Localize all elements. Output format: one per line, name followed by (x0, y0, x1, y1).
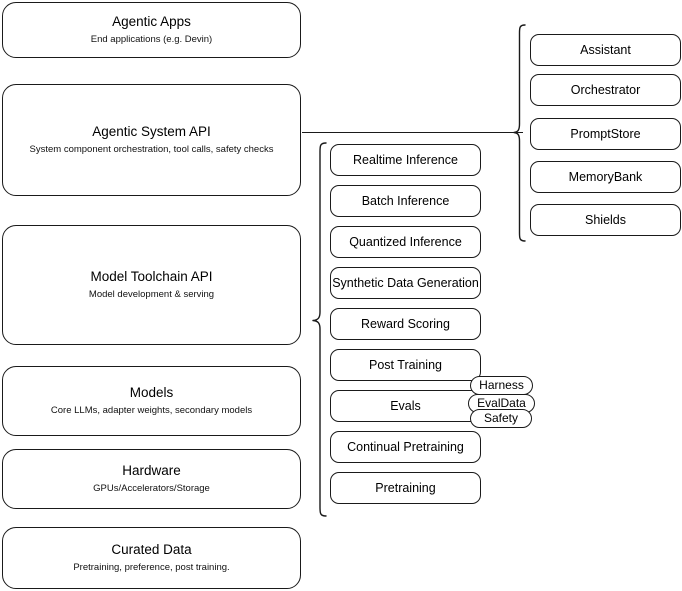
capability-quantized-inference[interactable]: Quantized Inference (330, 226, 481, 258)
capability-label: Post Training (369, 357, 442, 372)
component-promptstore[interactable]: PromptStore (530, 118, 681, 150)
layer-subtitle: Model development & serving (88, 289, 215, 300)
component-label: Shields (585, 212, 626, 227)
layer-hardware[interactable]: Hardware GPUs/Accelerators/Storage (2, 449, 301, 509)
badge-label: EvalData (477, 396, 526, 410)
layer-title: Agentic System API (92, 124, 211, 139)
capability-label: Realtime Inference (353, 152, 458, 167)
connector-line-agentic-system-api (302, 132, 523, 134)
layer-subtitle: End applications (e.g. Devin) (90, 34, 213, 45)
capability-pretraining[interactable]: Pretraining (330, 472, 481, 504)
component-label: Assistant (580, 42, 631, 57)
layer-models[interactable]: Models Core LLMs, adapter weights, secon… (2, 366, 301, 436)
capability-realtime-inference[interactable]: Realtime Inference (330, 144, 481, 176)
capability-label: Quantized Inference (349, 234, 462, 249)
badge-label: Safety (483, 411, 519, 425)
component-orchestrator[interactable]: Orchestrator (530, 74, 681, 106)
badge-harness[interactable]: Harness (470, 376, 533, 395)
layer-agentic-system-api[interactable]: Agentic System API System component orch… (2, 84, 301, 196)
capability-label: Reward Scoring (361, 316, 450, 331)
layer-title: Models (129, 385, 174, 400)
layer-subtitle: GPUs/Accelerators/Storage (93, 483, 210, 494)
capability-label: Batch Inference (361, 193, 450, 208)
layer-title: Hardware (122, 463, 181, 478)
layer-subtitle: Pretraining, preference, post training. (73, 562, 230, 573)
capability-continual-pretraining[interactable]: Continual Pretraining (330, 431, 481, 463)
component-shields[interactable]: Shields (530, 204, 681, 236)
capability-label: Continual Pretraining (347, 439, 464, 454)
component-label: MemoryBank (568, 169, 643, 184)
layer-subtitle: Core LLMs, adapter weights, secondary mo… (50, 405, 253, 416)
brace-middle (312, 142, 327, 517)
capability-batch-inference[interactable]: Batch Inference (330, 185, 481, 217)
layer-subtitle: System component orchestration, tool cal… (29, 144, 274, 155)
brace-right (513, 24, 526, 242)
layer-title: Model Toolchain API (90, 269, 213, 284)
layer-title: Agentic Apps (112, 14, 191, 29)
component-assistant[interactable]: Assistant (530, 34, 681, 66)
layer-curated-data[interactable]: Curated Data Pretraining, preference, po… (2, 527, 301, 589)
capability-label: Pretraining (375, 480, 436, 495)
badge-safety[interactable]: Safety (470, 409, 532, 428)
capability-reward-scoring[interactable]: Reward Scoring (330, 308, 481, 340)
layer-model-toolchain-api[interactable]: Model Toolchain API Model development & … (2, 225, 301, 345)
capability-label: Evals (390, 398, 421, 413)
component-label: PromptStore (570, 126, 641, 141)
badge-label: Harness (479, 378, 524, 392)
capability-synthetic-data-generation[interactable]: Synthetic Data Generation (330, 267, 481, 299)
layer-agentic-apps[interactable]: Agentic Apps End applications (e.g. Devi… (2, 2, 301, 58)
capability-post-training[interactable]: Post Training (330, 349, 481, 381)
capability-label: Synthetic Data Generation (332, 275, 479, 290)
component-label: Orchestrator (570, 82, 641, 97)
component-memorybank[interactable]: MemoryBank (530, 161, 681, 193)
capability-evals[interactable]: Evals (330, 390, 481, 422)
layer-title: Curated Data (111, 542, 192, 557)
